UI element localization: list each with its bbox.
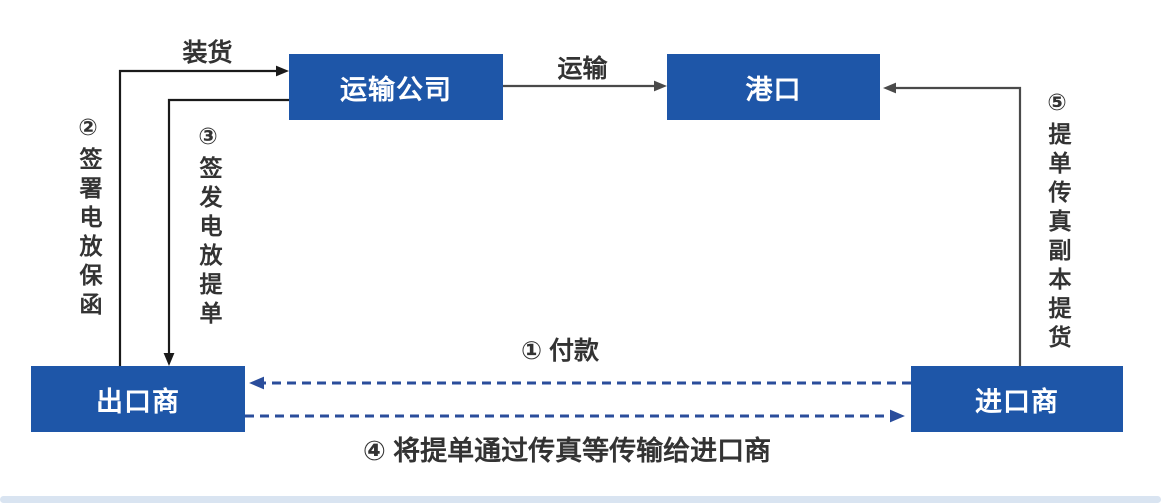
node-exporter: 出口商 <box>31 366 245 432</box>
label-step5-pickup-with-fax-copy: ⑤提单传真副本提货 <box>1045 90 1071 354</box>
label-step1-payment: ① 付款 <box>520 337 600 365</box>
label-loading: 装货 <box>182 39 233 67</box>
bottom-accent-bar <box>0 496 1161 503</box>
node-port: 港口 <box>667 54 880 120</box>
label-transport: 运输 <box>557 55 608 83</box>
label-step2-sign-telex-guarantee: ②签署电放保函 <box>76 115 102 321</box>
node-transport-company: 运输公司 <box>289 54 503 120</box>
label-step3-issue-telex-bl: ③签发电放提单 <box>196 124 222 330</box>
label-step4-fax-bill-of-lading: ④ 将提单通过传真等传输给进口商 <box>362 436 772 466</box>
edge-issue-bl-arrow <box>163 98 289 366</box>
edge-pickup-arrow <box>883 82 1022 366</box>
node-importer: 进口商 <box>911 366 1123 432</box>
edge-loading-arrow <box>118 65 289 366</box>
